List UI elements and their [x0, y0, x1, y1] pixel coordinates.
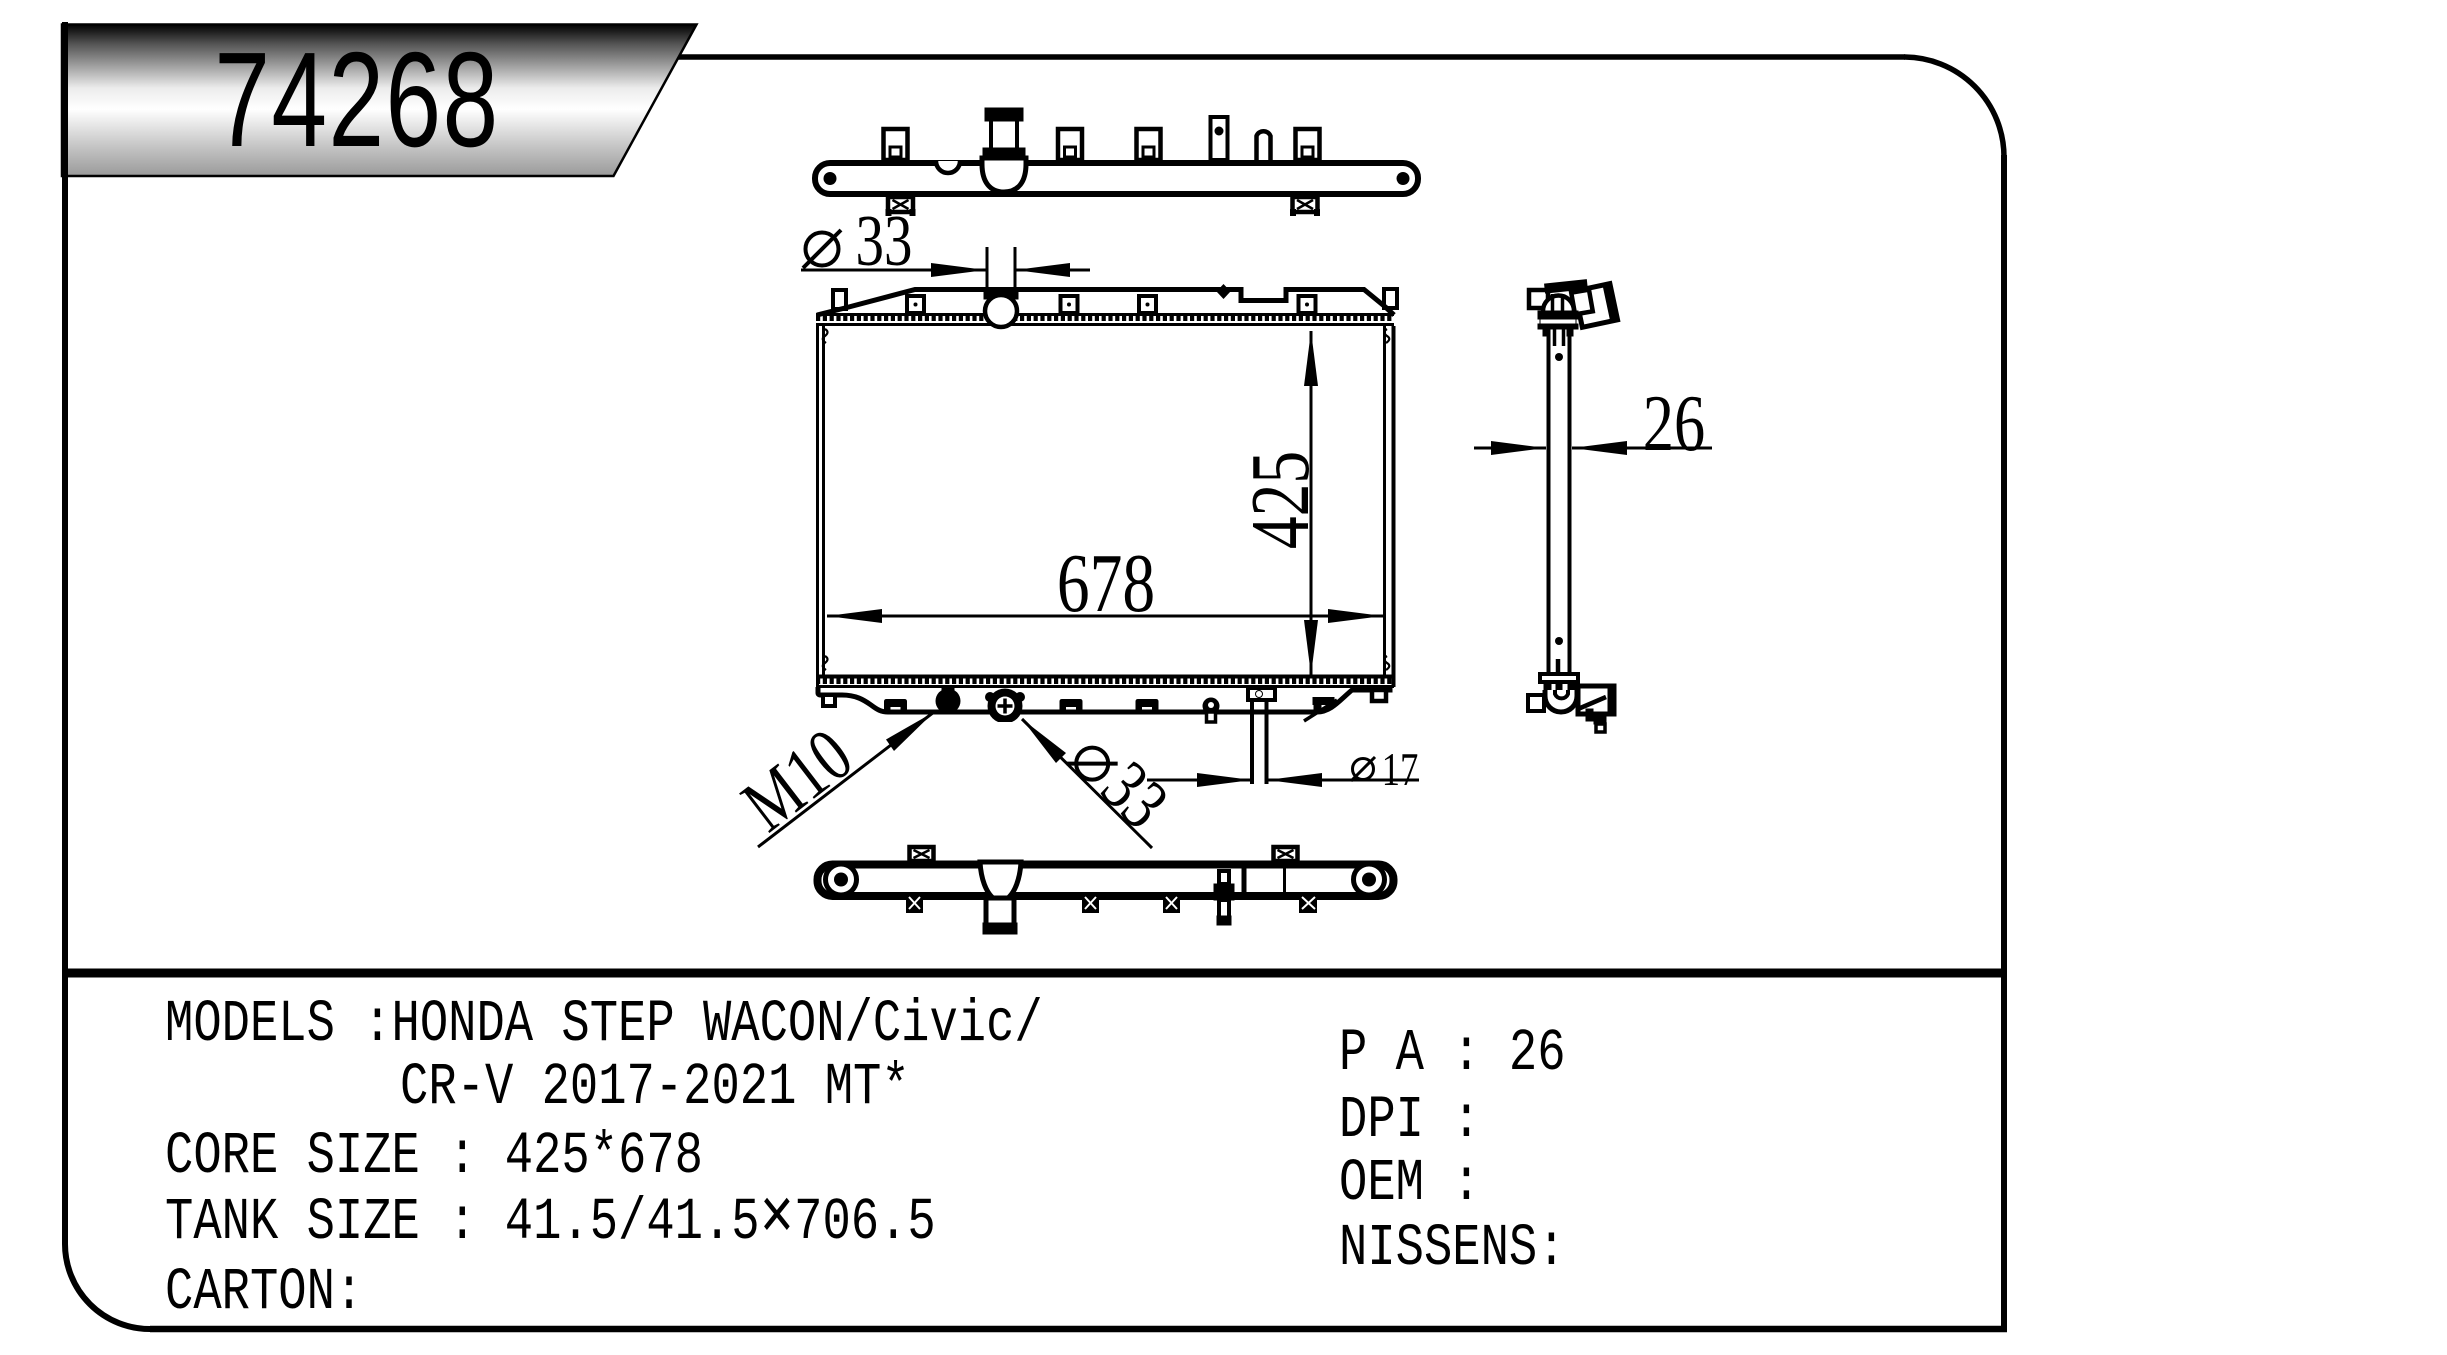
svg-text:TANK SIZE : 41.5/41.5×706.5: TANK SIZE : 41.5/41.5×706.5	[165, 1178, 936, 1260]
svg-text:CARTON:: CARTON:	[165, 1261, 363, 1327]
svg-text:NISSENS:: NISSENS:	[1339, 1217, 1566, 1283]
svg-text:M10: M10	[727, 712, 867, 847]
svg-text:425: 425	[1234, 451, 1327, 549]
svg-text:P A : 26: P A : 26	[1339, 1022, 1566, 1088]
svg-text:DPI :: DPI :	[1339, 1089, 1481, 1155]
svg-text:678: 678	[1057, 537, 1155, 630]
svg-text:CORE SIZE : 425*678: CORE SIZE : 425*678	[165, 1125, 703, 1191]
svg-text:33: 33	[856, 201, 913, 281]
svg-text:OEM :: OEM :	[1339, 1152, 1481, 1218]
svg-text:26: 26	[1643, 379, 1705, 468]
svg-text:CR-V 2017-2021 MT*: CR-V 2017-2021 MT*	[400, 1056, 910, 1122]
svg-text:33: 33	[1086, 747, 1183, 844]
svg-text:MODELS :HONDA STEP WACON/Civic: MODELS :HONDA STEP WACON/Civic/	[165, 993, 1043, 1059]
svg-text:74268: 74268	[214, 24, 499, 175]
